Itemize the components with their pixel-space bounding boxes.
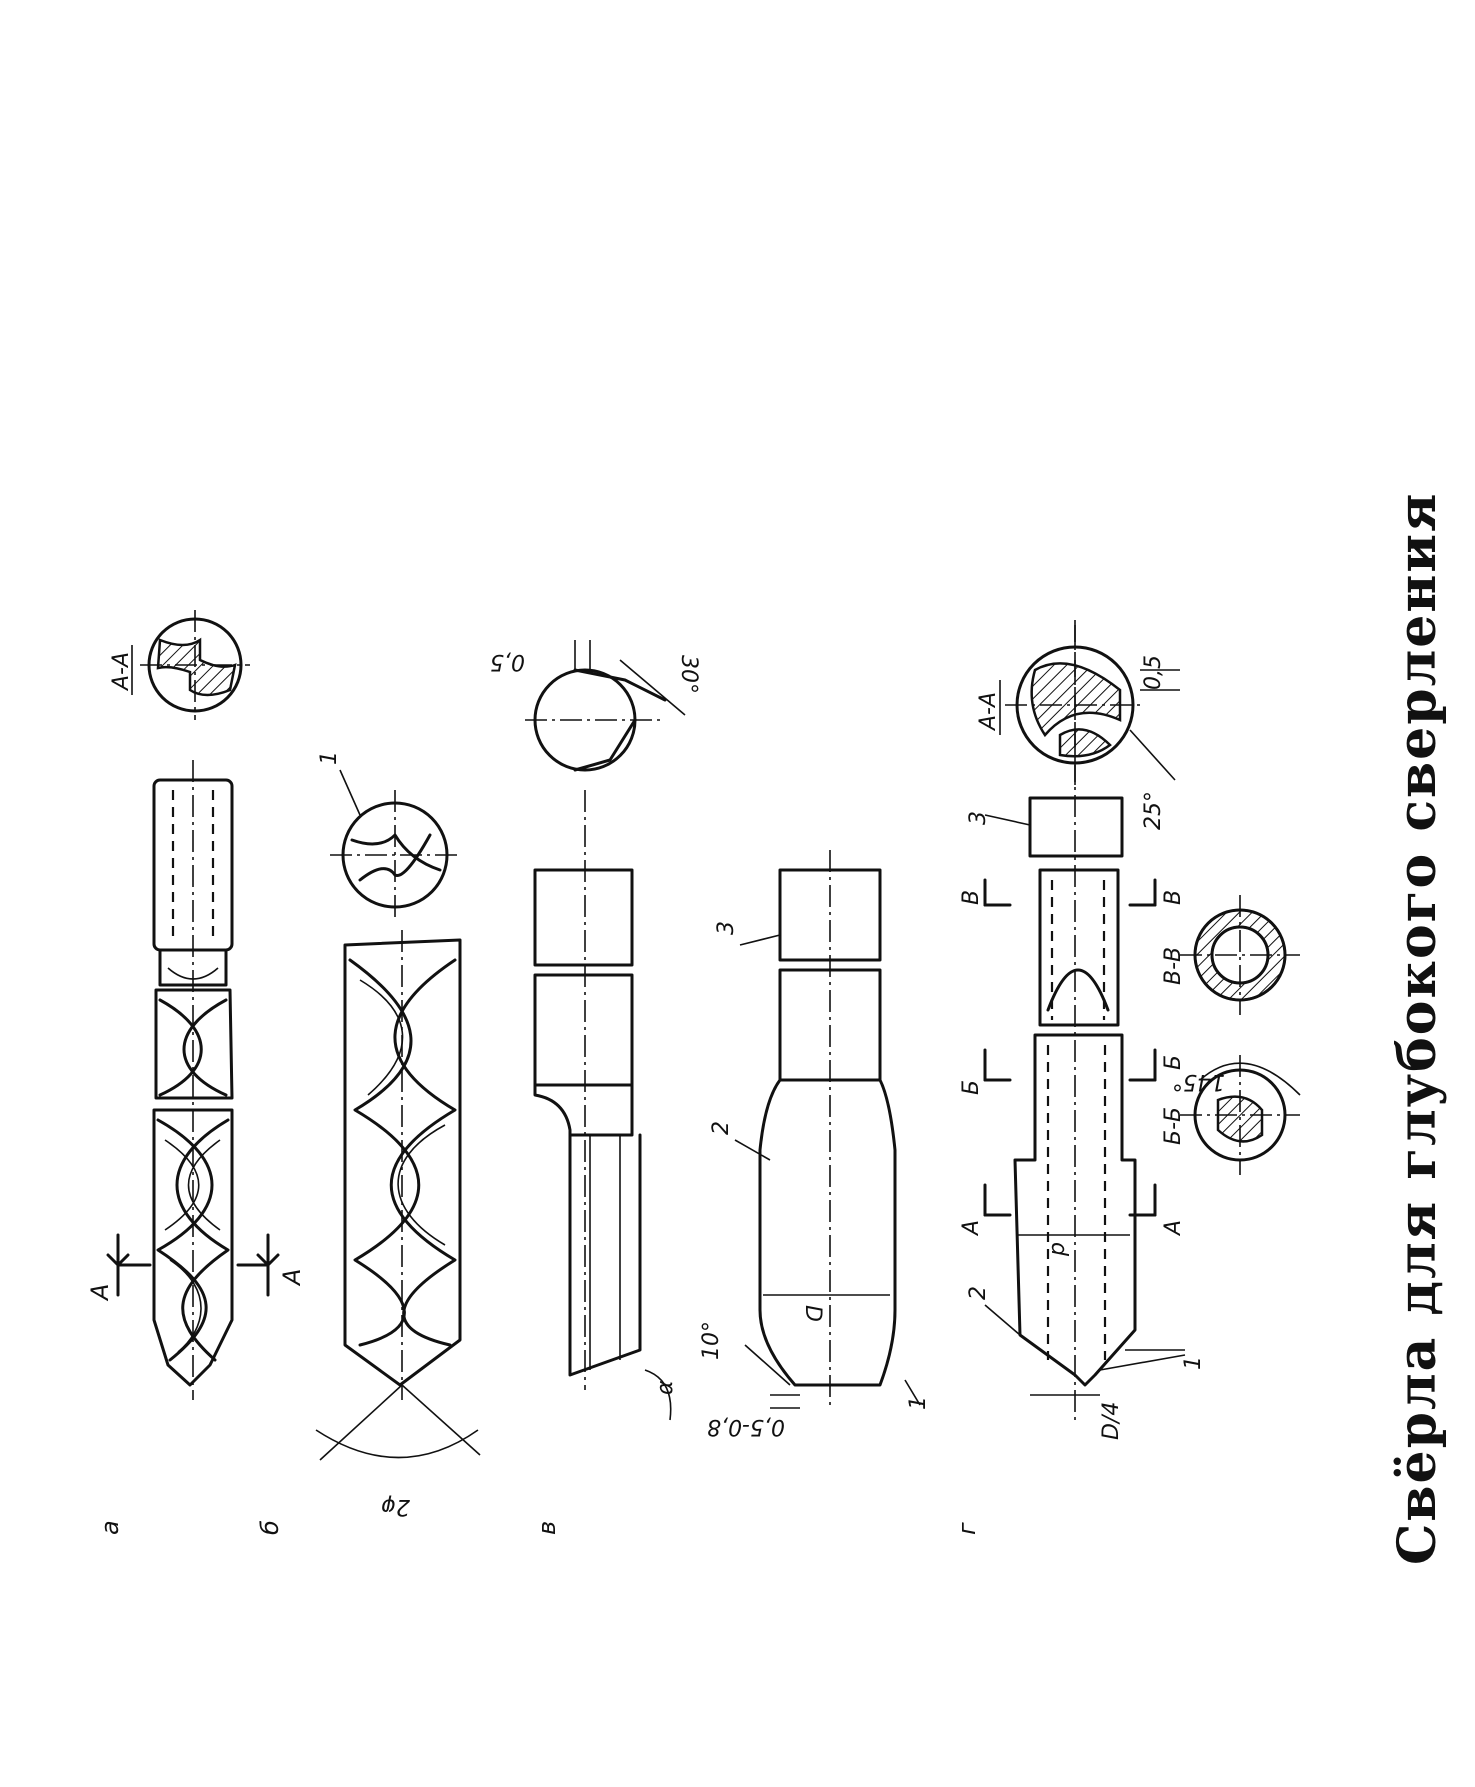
part-label-1-fig-v: 1 [906,1396,931,1410]
angle-2phi-label: 2φ [381,1494,410,1519]
part-label-2-fig-g: 2 [966,1286,991,1300]
cut-mark-a-left-g: А [959,1220,984,1237]
dim-0-5-label-g: 0,5 [1141,655,1166,690]
angle-alpha-label: α [653,1380,678,1395]
part-label-3-fig-v: 3 [714,921,739,935]
figure-letter-g: г [953,1522,981,1535]
cut-mark-b-left: Б [959,1080,984,1095]
part-label-3-fig-g: 3 [966,811,991,825]
angle-30-label: 30° [676,655,701,694]
cut-mark-v-right: В [1161,890,1186,905]
page-title: Свёрла для глубокого сверления [1387,492,1448,1565]
section-b-b-label: Б-Б [1161,1107,1186,1145]
cut-mark-a-left: А [86,1284,114,1302]
figure-b-twist-drill: 1 2φ б [256,751,481,1535]
dim-D-label-v: D [800,1305,825,1322]
cut-mark-a-right: А [278,1269,306,1287]
figure-letter-b: б [256,1520,284,1535]
figure-v-gun-drill: α 30° 0,5 D 3 2 1 10° 0,5-0,8 в [490,640,931,1535]
section-v-v-label: В-В [1161,947,1186,985]
figure-letter-v: в [533,1521,561,1535]
dim-D4-label: D/4 [1099,1402,1124,1440]
dim-0-5-label-v: 0,5 [490,649,525,674]
part-label-2-fig-v: 2 [709,1121,734,1135]
angle-25-label: 25° [1141,791,1166,830]
cut-mark-a-right-g: А [1161,1220,1186,1237]
angle-10-label: 10° [699,1321,724,1360]
section-a-a-label: А-А [109,652,134,692]
figure-a-twist-drill: А А А-А а [86,610,306,1535]
part-label-1-fig-g: 1 [1181,1356,1206,1370]
dim-d-label-g: d [1046,1242,1071,1257]
part-label-1-fig-b: 1 [317,751,342,765]
dim-0-5-0-8-label: 0,5-0,8 [707,1414,785,1439]
cut-mark-v-left: В [959,890,984,905]
figure-letter-a: а [96,1520,124,1535]
section-a-a-label-g: А-А [976,692,1001,732]
angle-145-label: 145° [1172,1069,1225,1094]
cut-mark-b-right: Б [1161,1055,1186,1070]
figure-g-deep-hole-drill: d Б Б В В А А 3 2 1 D/4 А-А 25° 0,5 [953,620,1301,1535]
